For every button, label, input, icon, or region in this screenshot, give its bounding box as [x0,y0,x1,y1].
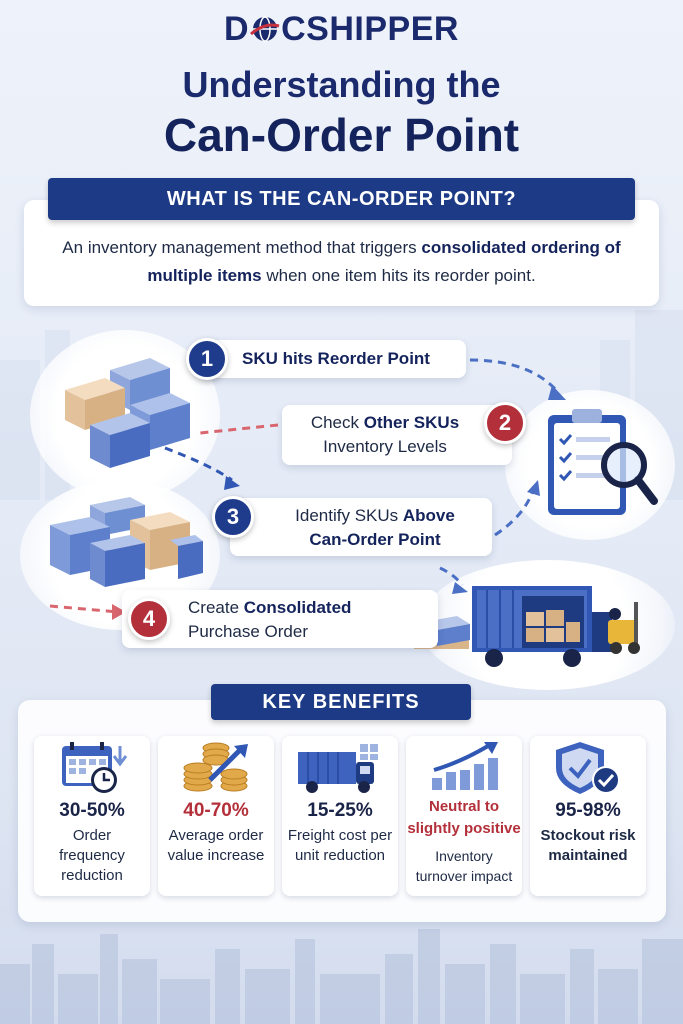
boxes-pile-icon [50,497,203,587]
process-connectors [49,358,566,620]
benefit-value-5: 95-98% [555,800,621,821]
coins-arrow-icon [183,742,248,792]
calendar-clock-icon [62,742,128,793]
benefits-heading: KEY BENEFITS [211,684,471,720]
benefit-value-4-line2: slightly positive [407,820,521,837]
step-1-card: SKU hits Reorder Point [198,340,466,378]
step-4-number: 4 [128,598,170,640]
title-line-1: Understanding the [182,64,501,105]
definition-text-part1: An inventory management method that trig… [62,238,422,257]
shield-check-icon [556,742,620,794]
step-2-number: 2 [484,402,526,444]
logo-text-left: D [224,10,250,48]
step-3-card: Identify SKUs Above Can-Order Point [230,498,492,556]
benefit-label-1: Order frequency reduction [59,827,125,884]
benefit-card-order-frequency: 30-50% Order frequency reduction [34,736,150,896]
definition-heading: WHAT IS THE CAN-ORDER POINT? [48,178,635,220]
benefit-value-4: Neutral to slightly positive [406,796,522,840]
step-2-line2: Inventory Levels [323,437,447,456]
benefit-label-2: Average order value increase [167,827,265,864]
step-3-line2: Can-Order Point [309,530,441,549]
step-1-text: SKU hits Reorder Point [242,349,430,368]
truck-icon [298,744,378,793]
benefit-value-1: 30-50% [59,800,125,821]
benefit-card-freight-cost: 15-25% Freight cost per unit reduction [282,736,398,896]
definition-text-bold: consolidated ordering of multiple items [147,238,621,285]
step-2-bold: Other SKUs [363,413,460,432]
city-skyline-bottom [0,929,683,1024]
truck-loading-icon [414,586,640,667]
step-2-prefix: Check [310,413,364,432]
benefit-value-2: 40-70% [183,800,249,821]
step-3-prefix: Identify SKUs [295,506,403,525]
benefit-card-order-value: 40-70% Average order value increase [158,736,274,896]
benefit-label-3: Freight cost per unit reduction [287,827,393,864]
clipboard-magnifier-icon [548,409,658,515]
step-2-card: Check Other SKUs Inventory Levels [282,405,512,465]
step-4-bold: Consolidated [243,598,352,617]
globe-icon [250,16,280,42]
definition-text: An inventory management method that trig… [40,234,643,290]
benefit-card-inventory-turnover: Neutral to slightly positive Inventory t… [406,736,522,896]
benefit-value-4-line1: Neutral to [428,798,499,815]
step-3-bold: Above [402,506,455,525]
definition-text-part2: when one item hits its reorder point. [261,266,536,285]
benefit-card-stockout-risk: 95-98% Stockout risk maintained [530,736,646,896]
benefit-value-3: 15-25% [307,800,373,821]
docshipper-logo: D CSHIPPER [0,10,683,49]
benefit-label-4: Inventory turnover impact [415,848,513,884]
page-title: Can-Order Point [163,109,520,161]
rising-chart-icon [432,742,498,790]
step-4-card: Create Consolidated Purchase Order [122,590,438,648]
step-1-number: 1 [186,338,228,380]
step-3-number: 3 [212,496,254,538]
boxes-stack-icon [65,358,190,468]
step-4-prefix: Create [188,598,244,617]
step-4-line2: Purchase Order [188,622,308,641]
logo-text-right: CSHIPPER [281,10,459,48]
benefit-label-5: Stockout risk maintained [540,827,636,864]
